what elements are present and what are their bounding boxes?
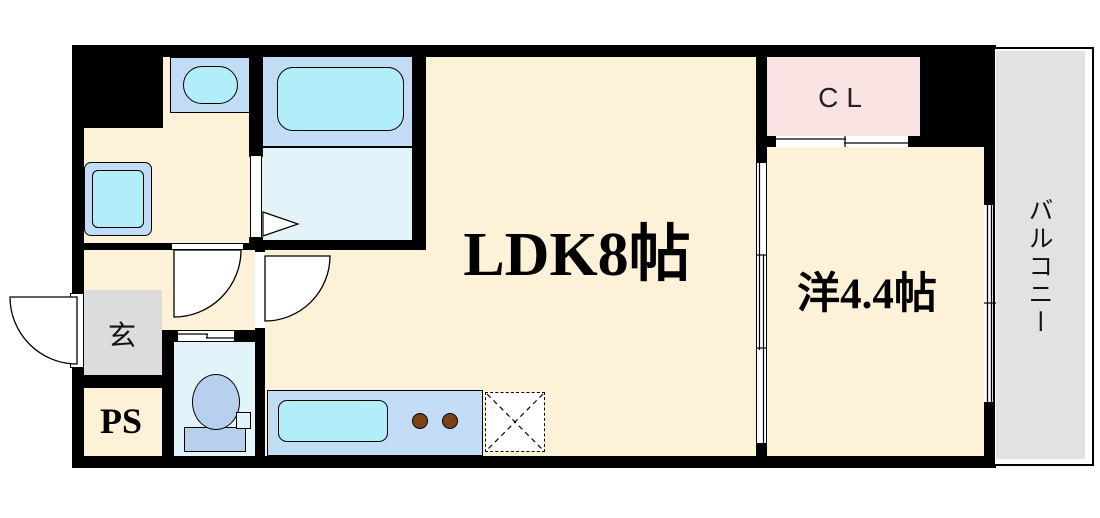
toilet-bowl — [192, 374, 240, 430]
wall-genkan-ps — [72, 375, 168, 388]
washbasin — [183, 66, 238, 104]
washing-machine — [92, 170, 144, 228]
closet-label: CL — [818, 82, 870, 113]
toilet-flush-button — [236, 412, 251, 429]
toilet-sliding-door — [178, 331, 234, 341]
kitchen-sink — [278, 400, 388, 442]
entrance-area — [84, 290, 162, 375]
entrance-label: 玄 — [107, 320, 137, 351]
entrance-door-swing — [9, 296, 78, 365]
ldk-door-opening — [255, 252, 265, 328]
closet-door-jamb-right — [908, 136, 920, 147]
stove-burner-right — [442, 413, 458, 429]
wall-bath-bottom — [249, 240, 426, 250]
balcony-deck — [996, 51, 1085, 459]
entrance-door-opening — [70, 293, 84, 368]
wall-block-top-right — [920, 45, 996, 147]
wall-toilet-left — [162, 330, 174, 456]
bathroom-floor — [263, 146, 412, 240]
wall-washroom-bottom — [84, 243, 255, 250]
toilet-tank — [184, 427, 246, 452]
bath-door-opening — [250, 155, 262, 238]
closet-sliding-door — [767, 136, 920, 147]
refrigerator-space — [485, 392, 545, 452]
wall-block-top-left — [84, 57, 163, 128]
closet-area — [767, 57, 920, 136]
wall-bath-right — [412, 57, 426, 250]
western-room-label: 洋4.4帖 — [797, 271, 937, 318]
wall-washroom-bath — [249, 57, 263, 157]
room-sliding-partition — [757, 163, 766, 443]
closet-door-jamb-left — [767, 136, 776, 147]
stove-burner-left — [412, 413, 428, 429]
pipe-space-label: PS — [99, 401, 143, 441]
bathtub — [277, 67, 404, 131]
wall-hall-ldk — [255, 250, 265, 456]
ldk-label: LDK8帖 — [463, 221, 691, 289]
washroom-door-opening — [172, 243, 243, 250]
balcony-label: バルコニー — [1025, 197, 1053, 337]
